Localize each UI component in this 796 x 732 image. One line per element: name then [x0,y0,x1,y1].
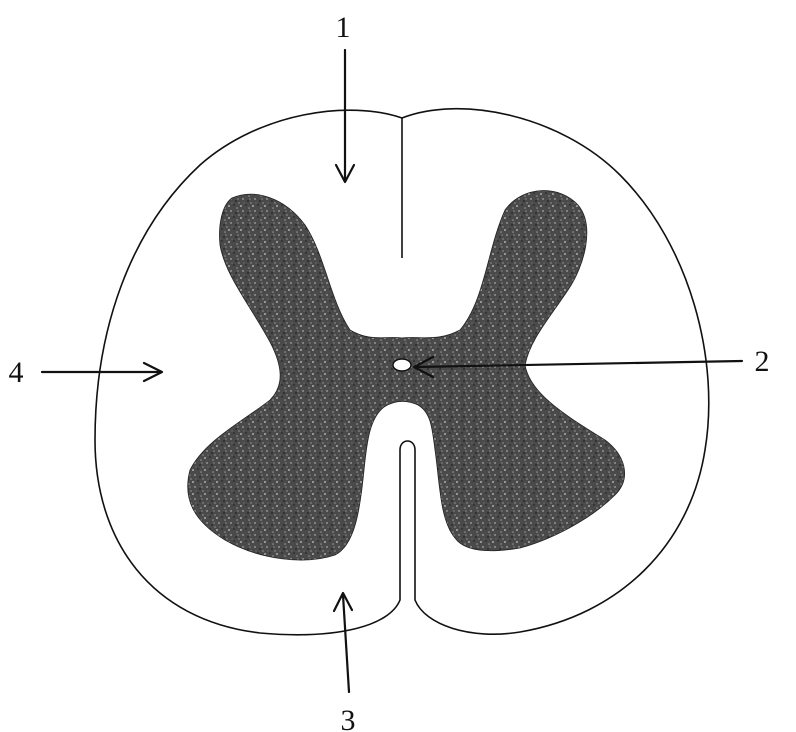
callout-label-2: 2 [755,345,770,378]
central-canal [393,359,411,371]
callout-label-3: 3 [341,704,356,732]
callout-label-1: 1 [336,11,351,44]
callout-label-4: 4 [9,356,24,389]
